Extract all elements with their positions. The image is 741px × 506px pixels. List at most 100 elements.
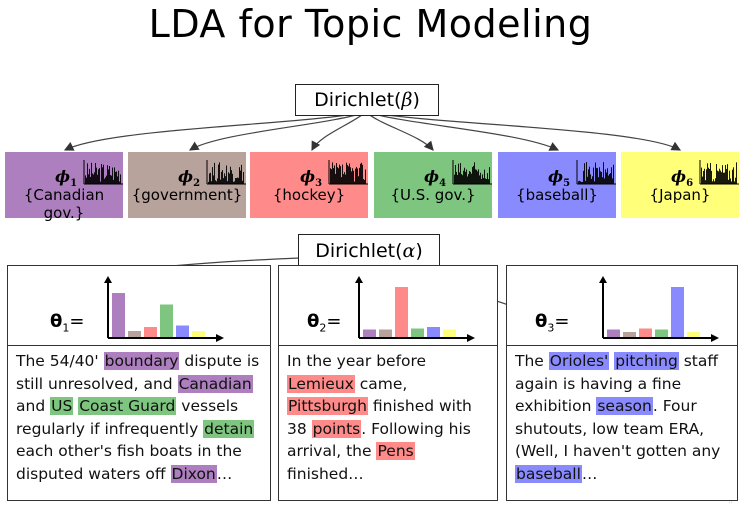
topic-box-3: ϕ3{hockey}: [250, 152, 368, 218]
text-segment: vessels regularly if infrequently: [16, 397, 239, 438]
x-axis-arrow: [711, 334, 719, 342]
word-histogram-icon: [206, 160, 246, 185]
highlighted-word: boundary: [103, 352, 180, 370]
highlighted-word: Pittsburgh: [287, 397, 368, 415]
topic-label: {Japan}: [649, 186, 711, 204]
theta-symbol: θ: [307, 311, 320, 332]
text-segment: …: [581, 464, 598, 483]
topic-label: {U.S. gov.}: [390, 186, 476, 204]
document-text: In the year before Lemieux came, Pittsbu…: [279, 345, 497, 500]
topic-label: {Canadian gov.}: [23, 186, 105, 222]
topic-label: {hockey}: [272, 186, 346, 204]
word-histogram-icon: [452, 160, 492, 185]
topic-box-1: ϕ1{Canadian gov.}: [5, 152, 123, 222]
topic-proportion-chart: [599, 276, 719, 342]
text-segment: each other's fish boats in the disputed …: [16, 442, 242, 483]
topic-proportion-chart: [104, 276, 224, 342]
phi-index: 2: [193, 178, 201, 190]
proportion-bar-topic-4: [411, 328, 424, 337]
highlighted-word: points: [311, 419, 362, 438]
phi-letter: ϕ: [178, 167, 194, 186]
phi-symbol: ϕ5: [548, 167, 570, 189]
phi-symbol: ϕ6: [671, 167, 693, 189]
phi-index: 3: [315, 178, 323, 190]
phi-index: 6: [686, 178, 694, 190]
document-panel-3: θ3= The Orioles' pitching staff again is …: [506, 265, 738, 501]
beta-edge-4: [365, 111, 434, 151]
beta-edge-6: [365, 111, 682, 151]
phi-index: 1: [70, 178, 78, 190]
topic-box-5: ϕ5{baseball}: [498, 152, 616, 218]
highlighted-word: detain: [203, 419, 255, 438]
dirichlet-beta-box: Dirichlet(β): [295, 84, 439, 116]
text-segment: The: [515, 352, 549, 370]
proportion-bar-topic-6: [192, 331, 205, 337]
phi-symbol: ϕ4: [424, 167, 446, 189]
highlighted-word: US: [50, 397, 74, 415]
proportion-bar-topic-4: [655, 329, 668, 337]
proportion-bar-topic-6: [687, 332, 700, 337]
y-axis-arrow: [355, 276, 363, 283]
phi-letter: ϕ: [671, 167, 687, 186]
page-mark: ··: [728, 499, 733, 506]
beta-symbol: β: [401, 89, 413, 111]
x-axis-arrow: [216, 334, 224, 342]
document-panel-2: θ2= In the year before Lemieux came, Pitt…: [278, 265, 498, 501]
proportion-bar-topic-1: [112, 293, 125, 337]
highlighted-word: Coast Guard: [78, 397, 177, 415]
theta-equals: =: [69, 311, 85, 332]
document-text: The Orioles' pitching staff again is hav…: [507, 345, 737, 500]
dirichlet-alpha-prefix: Dirichlet(: [315, 240, 403, 262]
dirichlet-alpha-box: Dirichlet(α): [298, 234, 440, 268]
proportion-bar-topic-5: [176, 325, 189, 337]
phi-letter: ϕ: [548, 167, 564, 186]
word-histogram-icon: [328, 160, 368, 185]
proportion-bar-topic-2: [623, 332, 636, 337]
document-text: The 54/40' boundary dispute is still unr…: [8, 345, 270, 500]
dirichlet-alpha-suffix: ): [415, 240, 423, 262]
proportion-bar-topic-3: [395, 287, 408, 337]
proportion-bar-topic-4: [160, 304, 173, 337]
topic-label: {government}: [131, 186, 243, 204]
text-segment: came,: [354, 374, 408, 393]
text-segment: finished…: [287, 464, 364, 483]
proportion-bar-topic-6: [443, 329, 456, 337]
document-panel-1: θ1= The 54/40' boundary dispute is still …: [7, 265, 271, 501]
text-segment: . Four shutouts, low team ERA, (Well, I …: [515, 397, 721, 460]
highlighted-word: baseball: [515, 464, 582, 483]
theta-label: θ3=: [535, 311, 569, 335]
text-segment: . Following his arrival, the: [287, 419, 471, 461]
y-axis-arrow: [599, 276, 607, 283]
highlighted-word: pitching: [614, 352, 679, 370]
highlighted-word: season: [596, 397, 653, 415]
text-segment: In the year before: [287, 352, 427, 370]
proportion-bar-topic-1: [363, 329, 376, 337]
phi-symbol: ϕ2: [178, 167, 200, 189]
theta-equals: =: [326, 311, 342, 332]
text-segment: finished with 38: [287, 397, 472, 438]
text-segment: staff again is having a fine exhibition: [515, 352, 719, 415]
text-segment: The 54/40': [16, 352, 104, 370]
proportion-bar-topic-5: [427, 327, 440, 337]
topic-box-6: ϕ6{Japan}: [621, 152, 739, 218]
beta-edge-1: [63, 111, 367, 151]
word-histogram-icon: [699, 160, 739, 185]
text-segment: and: [16, 397, 51, 415]
highlighted-word: Orioles': [548, 352, 610, 370]
topic-box-4: ϕ4{U.S. gov.}: [374, 152, 492, 218]
y-axis-arrow: [104, 276, 112, 283]
topic-label: {baseball}: [516, 186, 598, 204]
text-segment: dispute is still unresolved, and: [16, 352, 260, 393]
alpha-symbol: α: [402, 240, 416, 262]
theta-index: 2: [319, 321, 327, 335]
theta-symbol: θ: [535, 311, 548, 332]
theta-label: θ1=: [50, 311, 84, 335]
theta-equals: =: [554, 311, 570, 332]
theta-symbol: θ: [50, 311, 63, 332]
phi-symbol: ϕ3: [300, 167, 322, 189]
phi-index: 5: [563, 178, 571, 190]
proportion-bar-topic-2: [128, 331, 141, 337]
phi-index: 4: [439, 178, 447, 190]
theta-index: 3: [547, 321, 555, 335]
slide-title: LDA for Topic Modeling: [148, 2, 593, 46]
